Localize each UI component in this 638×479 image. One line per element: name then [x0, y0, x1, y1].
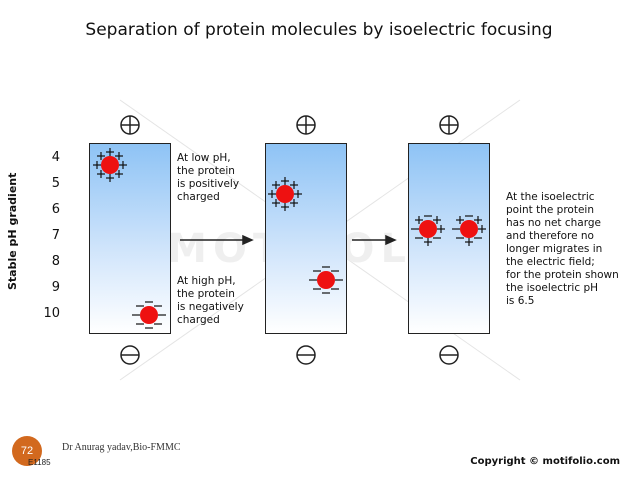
y-axis-label: Stable pH gradient — [6, 172, 19, 290]
protein-molecule — [411, 215, 445, 246]
protein-molecule — [309, 266, 343, 294]
cathode-icon — [439, 345, 459, 365]
anode-icon — [296, 115, 316, 135]
y-tick-label: 6 — [51, 202, 60, 217]
note-isoelectric: At the isoelectric point the protein has… — [506, 191, 619, 307]
slide-code: E1185 — [28, 458, 51, 467]
anode-icon — [120, 115, 140, 135]
protein-molecule — [452, 215, 486, 246]
y-tick-label: 8 — [51, 254, 60, 269]
y-tick-label: 10 — [43, 306, 60, 321]
anode-icon — [439, 115, 459, 135]
slide-number-badge: 72 — [12, 436, 42, 466]
gel-tube-2 — [265, 143, 347, 334]
slide-title: Separation of protein molecules by isoel… — [85, 20, 553, 40]
y-tick-label: 9 — [51, 280, 60, 295]
copyright-text: Copyright © motifolio.com — [470, 456, 620, 467]
y-tick-label: 4 — [51, 150, 60, 165]
gel-tube-1 — [89, 143, 171, 334]
y-tick-label: 7 — [51, 228, 60, 243]
process-arrow — [180, 234, 254, 246]
protein-molecule — [93, 148, 127, 182]
cathode-icon — [120, 345, 140, 365]
author-credit: Dr Anurag yadav,Bio-FMMC — [62, 442, 181, 453]
protein-molecule — [268, 177, 302, 211]
note-low-ph: At low pH, the protein is positively cha… — [177, 152, 240, 203]
note-high-ph: At high pH, the protein is negatively ch… — [177, 275, 244, 326]
y-tick-label: 5 — [51, 176, 60, 191]
process-arrow — [352, 234, 397, 246]
cathode-icon — [296, 345, 316, 365]
protein-molecule — [132, 301, 166, 329]
